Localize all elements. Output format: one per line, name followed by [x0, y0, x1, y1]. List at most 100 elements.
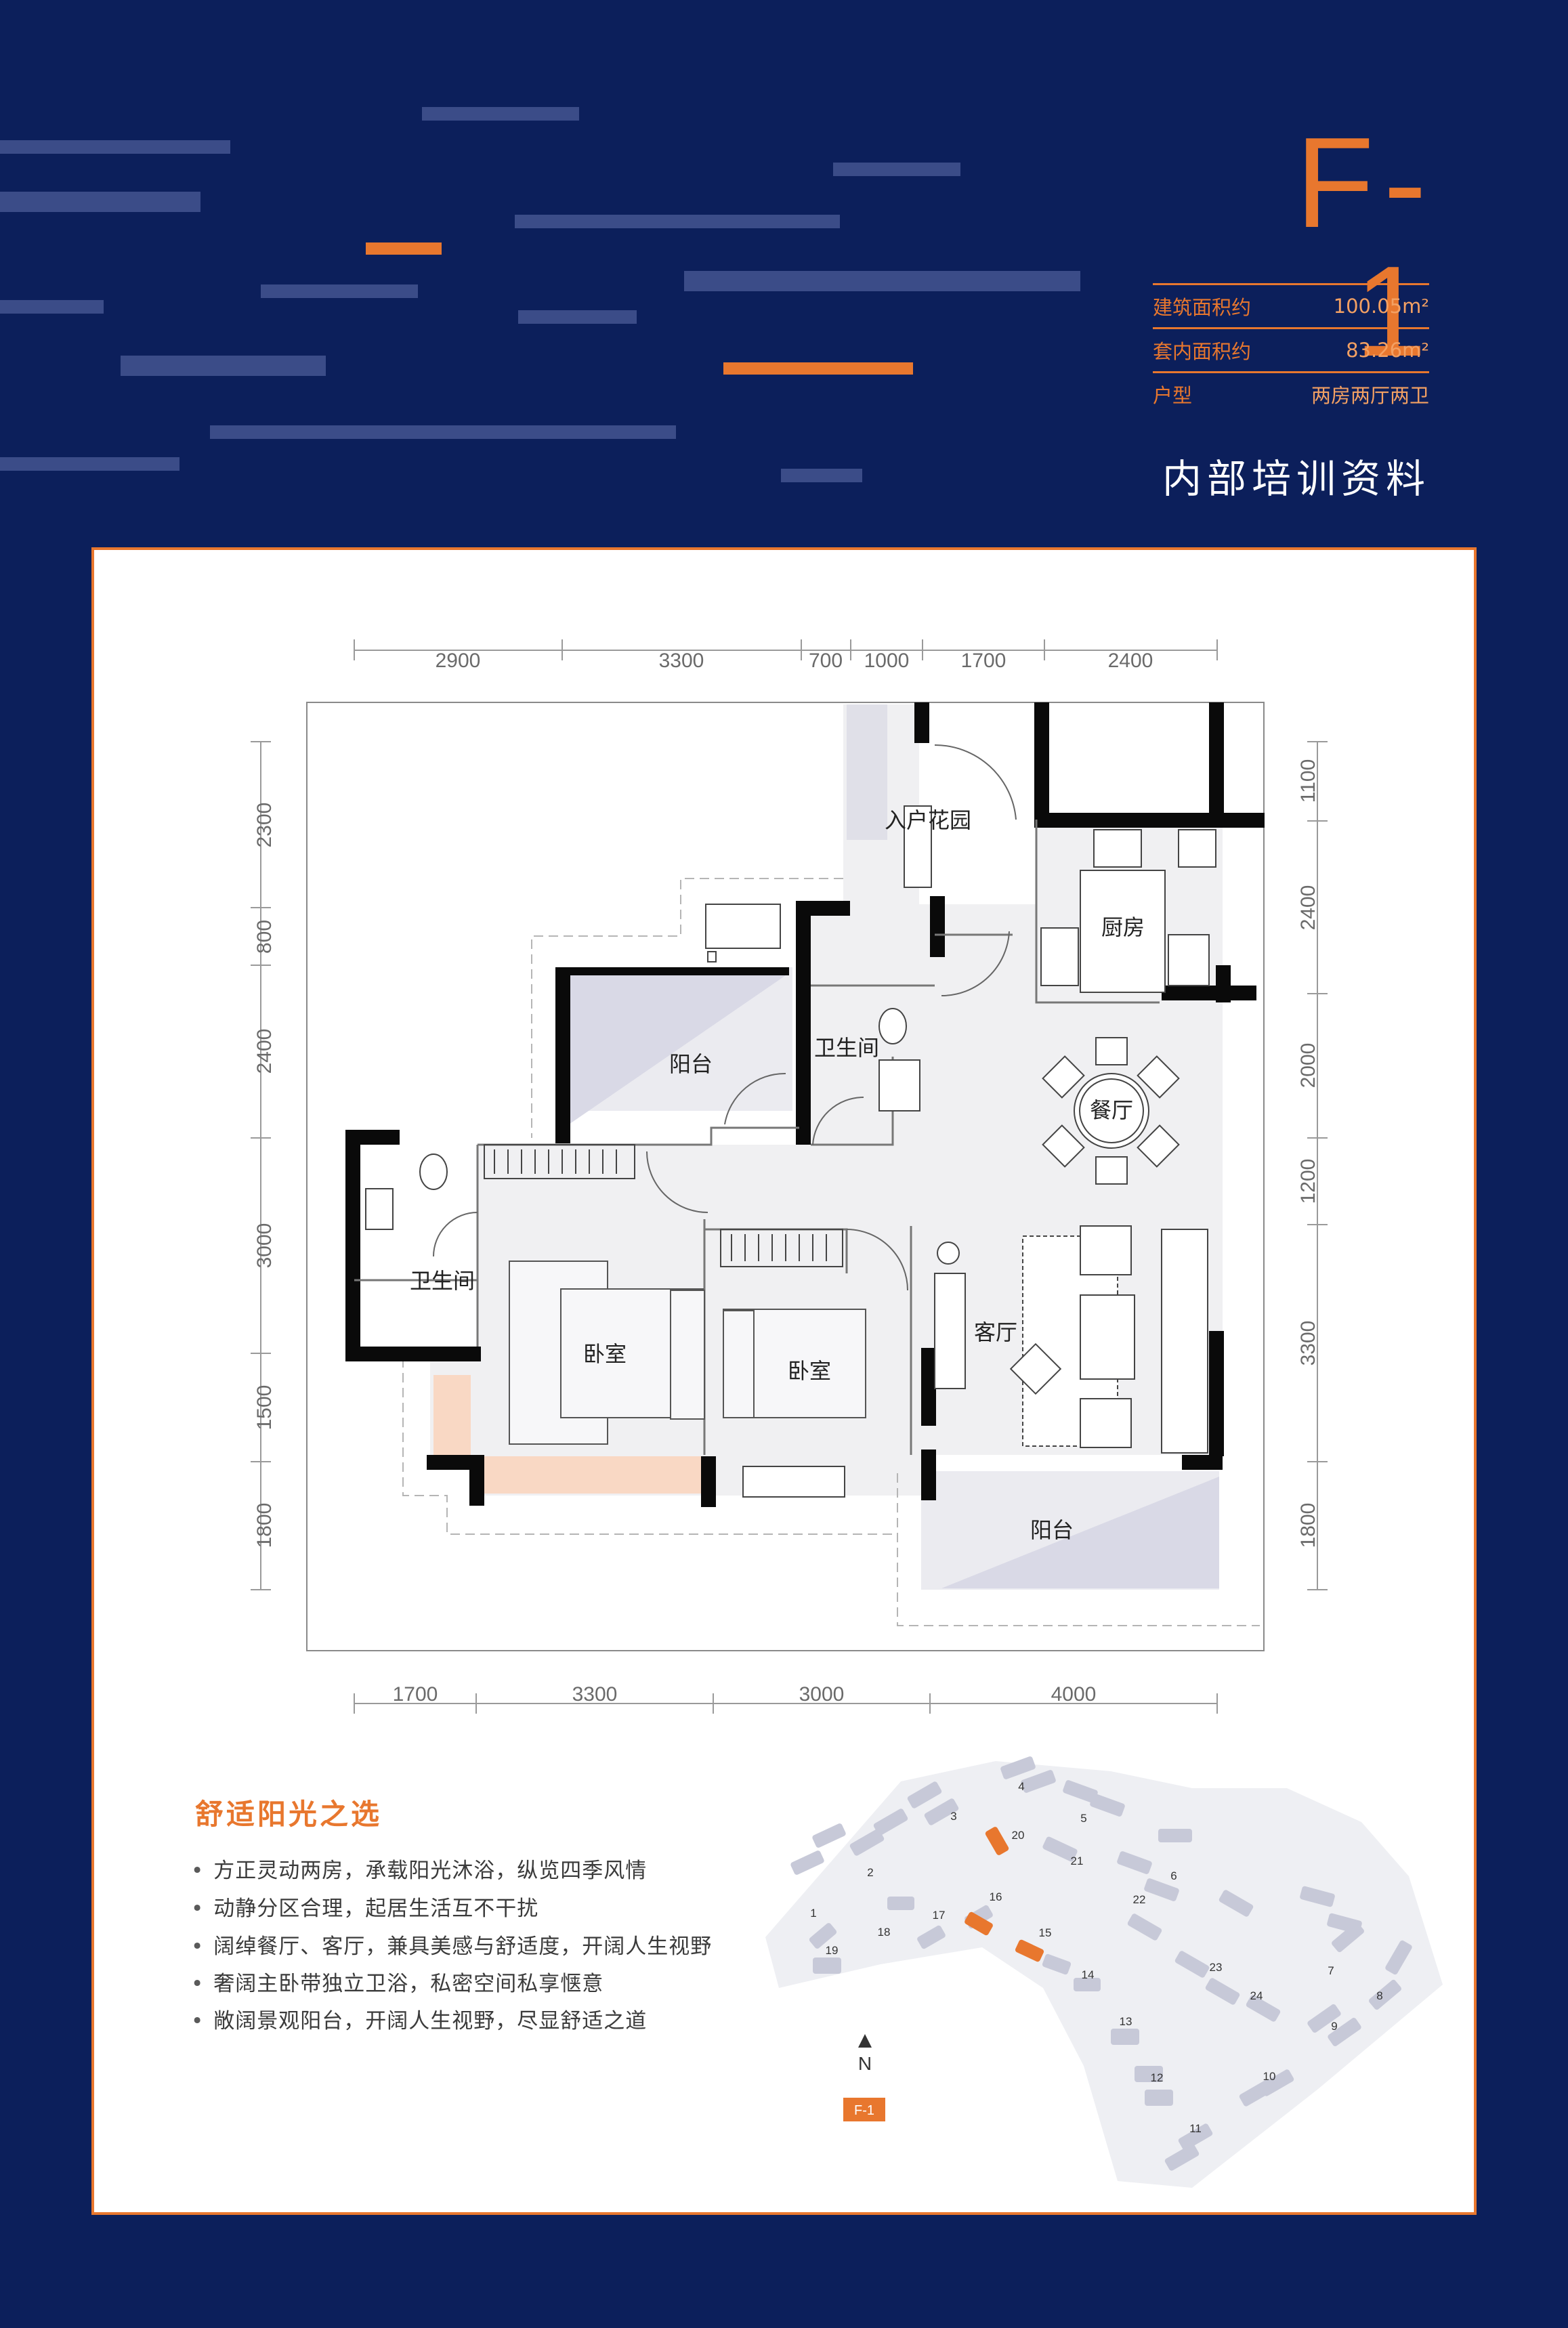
building-number: 1 [810, 1907, 816, 1920]
selling-point-text: 敞阔景观阳台，开阔人生视野，尽显舒适之道 [213, 2009, 648, 2033]
building-number: 23 [1210, 1961, 1223, 1974]
bullet-icon: • [191, 2009, 205, 2033]
building-number: 8 [1376, 1989, 1382, 2002]
dim-top-4: 1000 [864, 650, 910, 672]
unit-tag-badge [843, 2098, 885, 2121]
decor-stripe [210, 425, 676, 439]
building-number: 3 [950, 1810, 956, 1823]
selling-point-text: 阔绰餐厅、客厅，兼具美感与舒适度，开阔人生视野 [213, 1934, 713, 1959]
room-label-entry-garden: 入户花园 [885, 807, 971, 833]
north-arrow-icon [858, 2034, 872, 2048]
selling-point-text: 动静分区合理，起居生活互不干扰 [213, 1897, 539, 1921]
selling-point: • 奢阔主卧带独立卫浴，私密空间私享惬意 [191, 1966, 603, 1997]
dim-top-5: 1700 [961, 650, 1007, 672]
decor-stripe [0, 457, 179, 471]
bullet-icon: • [191, 1897, 205, 1921]
dim-left-6: 1800 [253, 1503, 276, 1548]
decor-stripe [0, 140, 230, 154]
room-labels: 入户花园 厨房 阳台 卫生间 餐厅 卫生间 卧室 卧室 客厅 阳台 [410, 807, 1145, 1543]
building-number: 11 [1189, 2122, 1202, 2135]
building-number: 21 [1071, 1855, 1084, 1867]
room-label-bath-center: 卫生间 [814, 1035, 879, 1061]
dim-right-4: 1200 [1297, 1159, 1319, 1204]
selling-point: • 敞阔景观阳台，开阔人生视野，尽显舒适之道 [191, 2004, 647, 2034]
bath-fixtures [365, 805, 932, 1498]
building-number: 22 [1133, 1893, 1146, 1906]
building-number: 24 [1250, 1989, 1263, 2002]
spec-row-net-area: 套内面积约 83.26m² [1153, 327, 1429, 371]
internal-note: 内部培训资料 [1162, 456, 1431, 502]
room-label-kitchen: 厨房 [1101, 914, 1145, 940]
bed-pillow [670, 1290, 705, 1420]
building-number: 10 [1263, 2070, 1276, 2083]
building-number: 19 [826, 1944, 839, 1957]
dim-bottom-3: 3000 [799, 1683, 845, 1706]
dim-left-5: 1500 [253, 1385, 276, 1431]
spec-value: 83.26m² [1346, 339, 1429, 362]
room-label-bedroom-master: 卧室 [583, 1341, 627, 1367]
wardrobe-hangers [494, 1149, 827, 1261]
dim-left-1: 2300 [253, 803, 276, 848]
balcony-outline [402, 878, 1260, 1626]
decor-stripe-accent [366, 242, 442, 255]
decor-stripe [0, 192, 200, 212]
selling-points-title: 舒适阳光之选 [195, 1798, 383, 1831]
dimension-lines [251, 639, 1328, 1714]
selling-point: • 动静分区合理，起居生活互不干扰 [191, 1891, 538, 1922]
kitchen-fixtures [1040, 829, 1216, 993]
beds [509, 1261, 866, 1445]
building-number: 6 [1170, 1869, 1177, 1882]
dim-top-3: 700 [809, 650, 843, 672]
dim-top-2: 3300 [659, 650, 704, 672]
sofa-set [934, 1225, 1208, 1454]
building-number: 13 [1120, 2015, 1132, 2028]
dim-bottom-2: 3300 [572, 1683, 618, 1706]
decor-stripe [422, 107, 579, 121]
dim-left-4: 3000 [253, 1223, 276, 1269]
bullet-icon: • [191, 1934, 205, 1959]
room-label-bath-west: 卫生间 [410, 1268, 475, 1294]
dim-left-2: 800 [253, 920, 276, 954]
spec-value: 两房两厅两卫 [1311, 384, 1429, 407]
room-label-dining: 餐厅 [1090, 1097, 1133, 1123]
highlighted-buildings [965, 1827, 1044, 1962]
building-number: 18 [878, 1926, 891, 1939]
selling-point-text: 方正灵动两房，承载阳光沐浴，纵览四季风情 [213, 1859, 648, 1883]
selling-point: • 阔绰餐厅、客厅，兼具美感与舒适度，开阔人生视野 [191, 1929, 712, 1960]
unit-code: F-1 [1295, 111, 1436, 383]
building-number: 15 [1039, 1926, 1052, 1939]
dim-top-6: 2400 [1108, 650, 1153, 672]
dim-right-2: 2400 [1297, 885, 1319, 931]
dimension-labels: 2900 3300 700 1000 1700 2400 1700 3300 3… [253, 650, 1319, 1706]
dim-right-3: 2000 [1297, 1043, 1319, 1088]
room-label-balcony-south: 阳台 [1030, 1517, 1074, 1543]
room-label-bedroom-second: 卧室 [788, 1358, 831, 1384]
decor-stripe [121, 356, 326, 376]
selling-point-text: 奢阔主卧带独立卫浴，私密空间私享惬意 [213, 1972, 604, 1996]
spec-row-layout: 户型 两房两厅两卫 [1153, 371, 1429, 415]
decor-stripe [0, 300, 104, 314]
selling-point: •方正灵动两房，承载阳光沐浴，纵览四季风情 [191, 1853, 647, 1884]
building-number: 12 [1151, 2071, 1164, 2084]
dim-right-5: 3300 [1297, 1321, 1319, 1366]
room-label-balcony-north: 阳台 [669, 1051, 713, 1077]
bullet-icon: • [191, 1972, 205, 1996]
site-ground [765, 1761, 1443, 2188]
wardrobes [484, 1144, 843, 1267]
decor-stripe-accent [723, 362, 913, 375]
decor-stripe [518, 310, 637, 324]
building-number: 7 [1328, 1964, 1334, 1977]
dim-left-3: 2400 [253, 1029, 276, 1074]
decor-stripe [833, 163, 960, 176]
building-number: 20 [1012, 1829, 1025, 1842]
spec-label: 建筑面积约 [1153, 296, 1252, 319]
spec-label: 套内面积约 [1153, 340, 1252, 363]
decor-stripe [781, 469, 862, 482]
spec-value: 100.05m² [1333, 295, 1429, 318]
spec-row-gross-area: 建筑面积约 100.05m² [1153, 283, 1429, 327]
building-number: 5 [1080, 1812, 1086, 1825]
site-buildings [790, 1756, 1412, 2171]
building-number: 17 [933, 1909, 946, 1922]
decor-stripe [515, 215, 840, 228]
